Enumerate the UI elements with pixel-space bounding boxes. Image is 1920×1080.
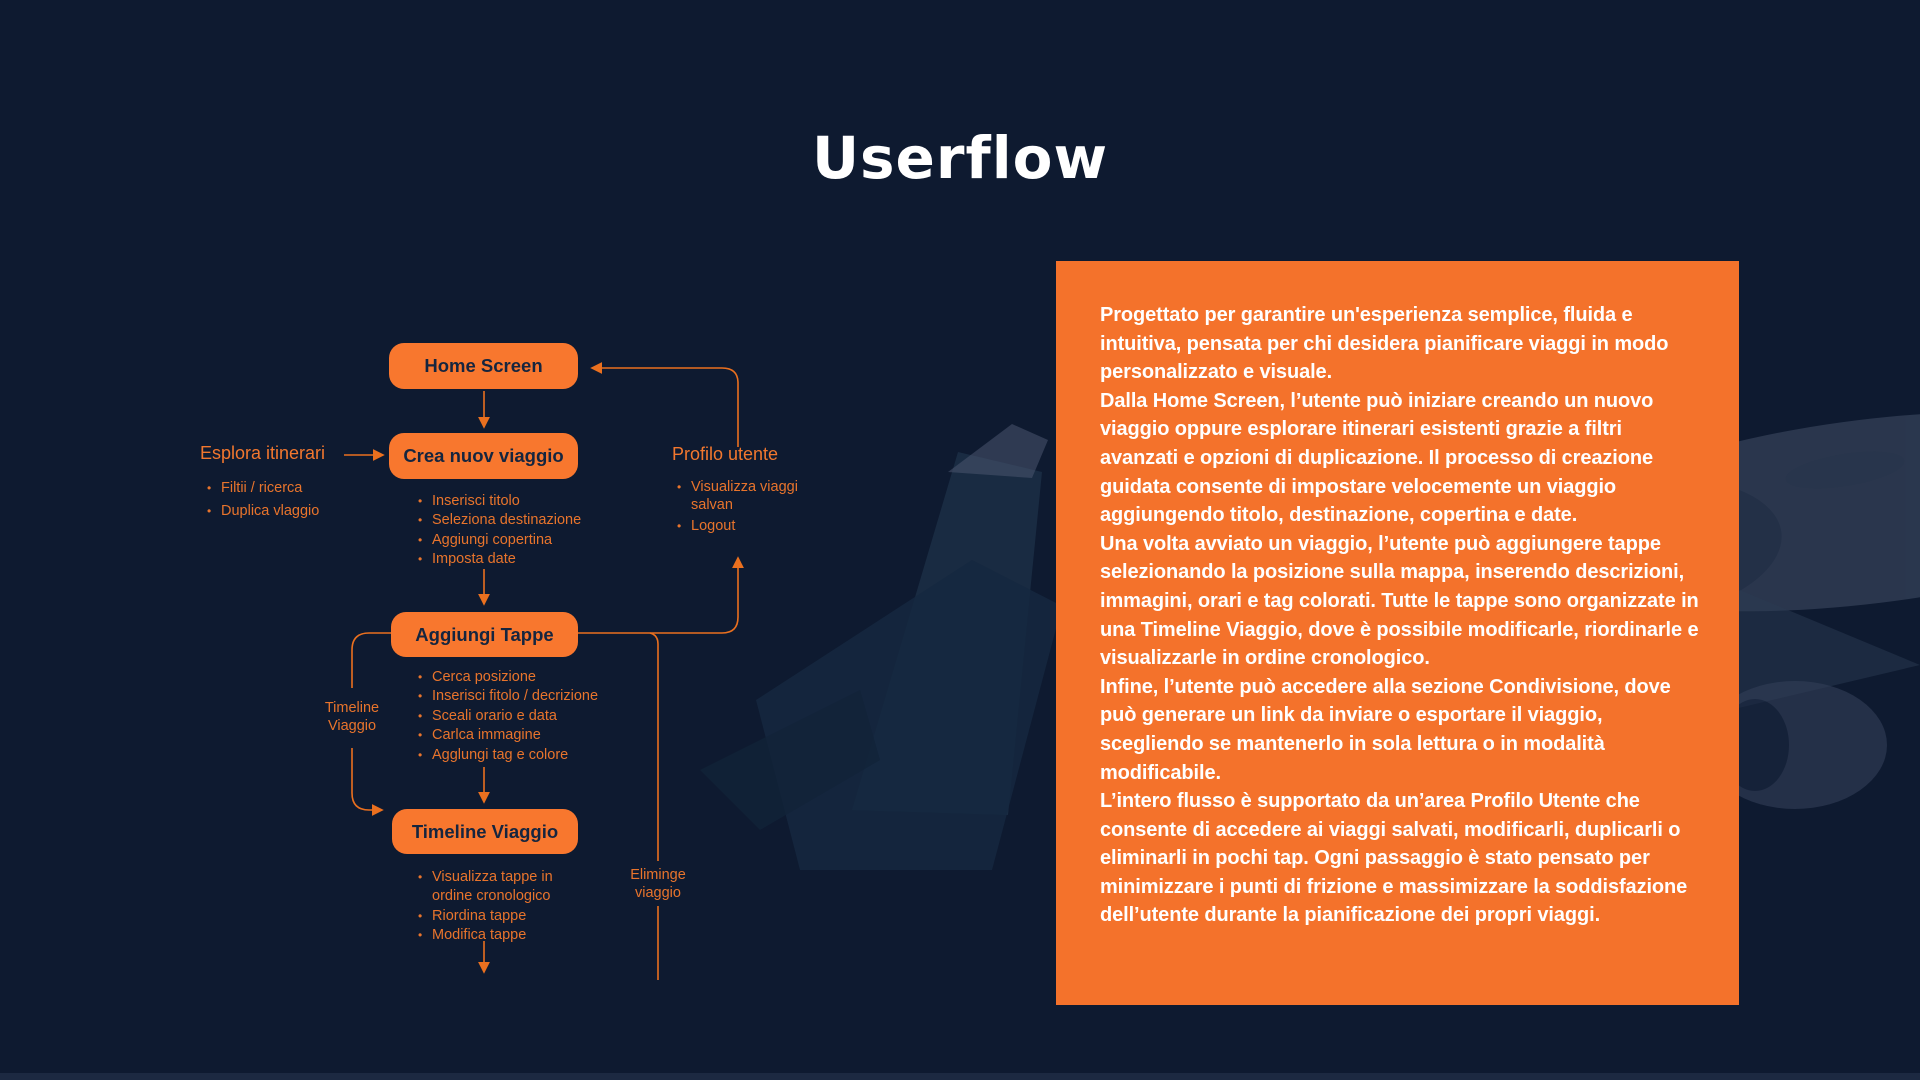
- flow-node-home-screen-label: Home Screen: [424, 355, 543, 376]
- connector-profilo-to-home: [590, 362, 739, 447]
- esplora-bullet-list: Filtii / ricerca Duplica vlaggio: [206, 479, 319, 525]
- flow-node-aggiungi-tappe: Aggiungi Tappe: [391, 612, 578, 657]
- list-item: Cerca posizione: [417, 668, 598, 688]
- description-paragraph: Progettato per garantire un'esperienza s…: [1100, 304, 1669, 384]
- list-item: Imposta date: [417, 550, 581, 570]
- description-paragraph: Una volta avviato un viaggio, l’utente p…: [1100, 532, 1699, 670]
- side-label-elimina-viaggio: Eliminge viaggio: [630, 867, 686, 901]
- list-item: Carlca immagine: [417, 726, 598, 746]
- flow-node-timeline-viaggio-label: Timeline Viaggio: [411, 820, 559, 842]
- connector-aggiungi-to-profilo: [578, 556, 744, 634]
- page-title: Userflow: [811, 124, 1109, 192]
- list-item: Sceali orario e data: [417, 707, 598, 727]
- list-item: Agglungi tag e colore: [417, 746, 598, 766]
- description-paragraph: L’intero flusso è supportato da un’area …: [1100, 790, 1688, 927]
- list-item: Riordina tappe: [417, 907, 584, 927]
- side-label-esplora-itinerari: Esplora itinerari: [200, 443, 326, 463]
- list-item: Duplica vlaggio: [206, 502, 319, 520]
- description-panel: Progettato per garantire un'esperienza s…: [1056, 261, 1739, 1005]
- connector-timeline-loop-bottom: [351, 748, 384, 816]
- flow-node-home-screen: Home Screen: [389, 343, 578, 389]
- side-label-timeline-viaggio-loop: Timeline Viaggio: [324, 700, 380, 734]
- list-item: Seleziona destinazione: [417, 511, 581, 531]
- timeline-bullet-list: Visualizza tappe in ordine cronologico R…: [417, 868, 584, 946]
- list-item: Filtii / ricerca: [206, 479, 319, 497]
- list-item: Visualizza viaggi salvan: [676, 479, 819, 514]
- list-item: Logout: [676, 518, 819, 536]
- aggiungi-bullet-list: Cerca posizione Inserisci fitolo / decri…: [417, 668, 598, 765]
- list-item: Modifica tappe: [417, 926, 584, 946]
- flow-node-crea-nuovo-viaggio-label: Crea nuov viaggio: [403, 445, 564, 466]
- list-item: Inserisci fitolo / decrizione: [417, 687, 598, 707]
- next-section-edge: [0, 1073, 1920, 1080]
- list-item: Aggiungi copertina: [417, 531, 581, 551]
- side-label-profilo-utente: Profilo utente: [672, 444, 779, 464]
- flow-node-timeline-viaggio: Timeline Viaggio: [392, 809, 578, 854]
- list-item: Inserisci titolo: [417, 492, 581, 512]
- list-item: Visualizza tappe in ordine cronologico: [417, 868, 584, 907]
- connector-timeline-loop-top: [351, 632, 391, 688]
- crea-bullet-list: Inserisci titolo Seleziona destinazione …: [417, 492, 581, 570]
- profilo-bullet-list: Visualizza viaggi salvan Logout: [676, 479, 819, 540]
- description-paragraph: Dalla Home Screen, l’utente può iniziare…: [1100, 389, 1654, 527]
- flow-node-aggiungi-tappe-label: Aggiungi Tappe: [415, 623, 554, 645]
- description-paragraph: Infine, l’utente può accedere alla sezio…: [1100, 675, 1671, 784]
- connector-elimina-line-top: [649, 632, 659, 861]
- flow-node-crea-nuovo-viaggio: Crea nuov viaggio: [389, 433, 578, 479]
